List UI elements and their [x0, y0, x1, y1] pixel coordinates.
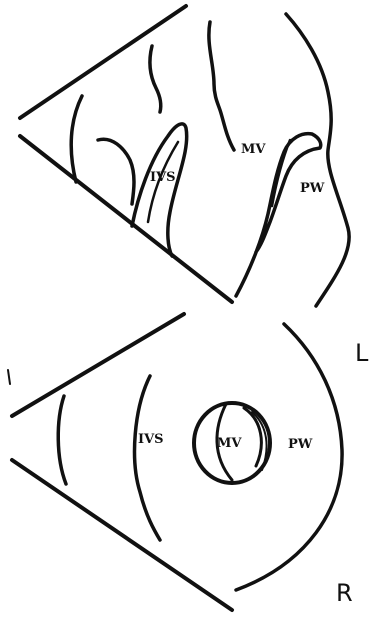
short-axis-view: IVS MV PW: [8, 314, 342, 610]
top-near-arc-1: [71, 96, 82, 182]
long-axis-view: IVS MV PW: [20, 6, 349, 306]
bottom-near-arc: [58, 396, 66, 484]
bottom-ivs-arc: [135, 376, 160, 540]
bottom-left-tick: [8, 370, 10, 384]
top-mv-label: MV: [241, 142, 266, 157]
side-letter-bottom: R: [336, 579, 353, 607]
top-sector-lower-edge: [20, 136, 232, 302]
side-letter-top: L: [355, 339, 369, 367]
top-pw-inner: [236, 134, 321, 296]
bottom-sector-lower-edge: [12, 460, 232, 610]
top-ivs-septum: [132, 124, 187, 256]
bottom-ivs-label: IVS: [138, 432, 164, 447]
top-rv-wall: [98, 139, 134, 204]
bottom-mv-label: MV: [217, 436, 242, 451]
top-pw-label: PW: [300, 181, 325, 196]
bottom-pw-arc: [236, 324, 342, 590]
top-mitral-valve: [209, 22, 234, 150]
bottom-pw-label: PW: [288, 437, 313, 452]
bottom-sector-upper-edge: [12, 314, 184, 416]
top-near-arc-2: [150, 46, 161, 112]
top-ivs-label: IVS: [150, 170, 176, 185]
